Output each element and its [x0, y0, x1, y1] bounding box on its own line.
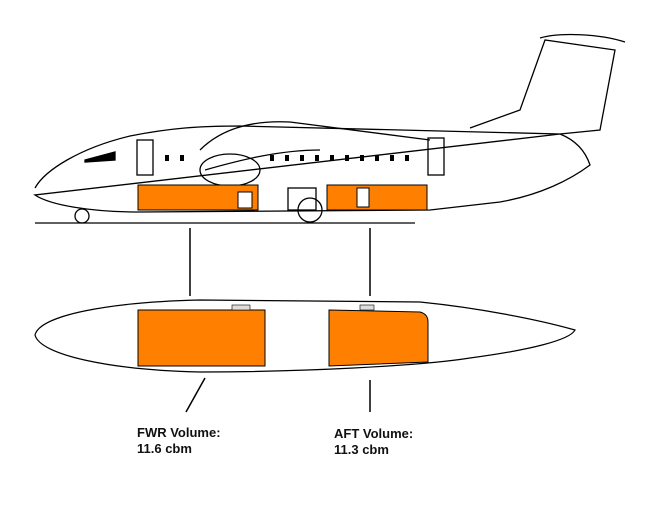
cockpit-window [84, 151, 116, 163]
fuselage-top-view [34, 299, 576, 373]
wing [199, 121, 431, 171]
aft-volume-title: AFT Volume: [334, 426, 414, 441]
aircraft-side-view [33, 33, 626, 224]
fwd-hold-top [137, 309, 266, 367]
aft-hold-top [328, 309, 429, 367]
landing-gear-box [287, 187, 317, 211]
door-rear [427, 137, 445, 176]
fuselage-outline [33, 39, 616, 213]
aft-volume-label: AFT Volume: 11.3 cbm [334, 426, 413, 458]
tail-fin-top [539, 33, 626, 43]
fwd-hold-door [237, 191, 253, 209]
door-front [136, 139, 154, 176]
passenger-windows [165, 155, 409, 161]
aft-hold-door [356, 187, 370, 208]
fwd-hold-tab [231, 304, 251, 311]
aft-hold-tab [359, 304, 375, 311]
main-wheel [297, 197, 323, 223]
fwd-label-pointer [185, 377, 206, 413]
aft-hold-side [326, 184, 428, 211]
aft-volume-value: 11.3 cbm [334, 442, 389, 457]
fwd-volume-label: FWR Volume: 11.6 cbm [137, 425, 221, 457]
fwd-volume-value: 11.6 cbm [137, 441, 192, 456]
fwd-volume-title: FWR Volume: [137, 425, 221, 440]
nose-wheel [74, 208, 90, 224]
